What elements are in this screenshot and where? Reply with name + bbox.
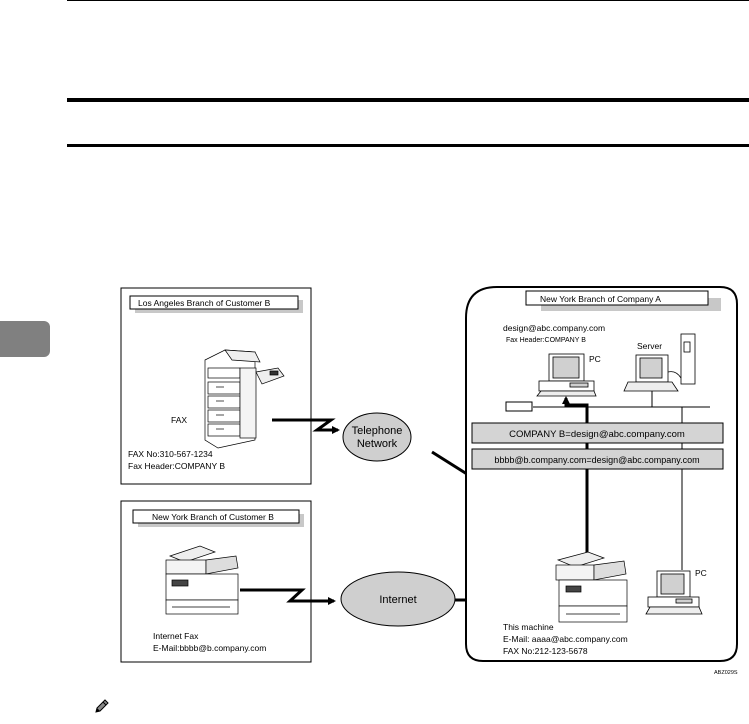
server-label: Server [637,341,662,351]
la-branch-box: Los Angeles Branch of Customer B FAX FAX… [120,287,312,485]
telephone-label-1: Telephone [352,425,403,437]
chapter-tab [0,321,50,357]
la-fax-number: FAX No:310-567-1234 [128,449,213,459]
pc-fax-header: Fax Header:COMPANY B [506,337,586,344]
la-title-box [129,295,299,310]
pc-label: PC [589,354,601,364]
section-rule-lower [67,144,749,147]
pencil-icon [95,699,109,713]
pc-icon [536,353,597,397]
internet-label: Internet [379,594,416,606]
ny-company-branch-box: New York Branch of Company A design@abc.… [465,286,738,662]
nyb-device-label: Internet Fax [153,631,199,641]
la-title: Los Angeles Branch of Customer B [138,298,271,308]
nya-title-box [525,290,709,306]
nyb-title: New York Branch of Customer B [152,512,274,522]
la-device-label: FAX [171,415,187,425]
machine-email: E-Mail: aaaa@abc.company.com [503,634,628,644]
internet-fax-machine-icon [165,545,239,615]
section-rule-upper [67,98,749,102]
router-icon [505,401,533,412]
internet-node: Internet [340,571,456,627]
machine-label: This machine [503,622,554,632]
link-nyb-to-internet [240,588,336,605]
nyb-title-box [132,509,300,524]
figure-code: ABZ029S [714,670,738,676]
nya-title: New York Branch of Company A [540,294,661,304]
telephone-network-node: Telephone Network [342,412,412,462]
header-rule-top [67,0,749,1]
pc-email: design@abc.company.com [503,323,605,333]
forward-rule-1-box [471,422,724,444]
link-la-to-telephone [272,418,340,434]
pc2-icon [645,570,703,615]
la-fax-header: Fax Header:COMPANY B [128,461,225,471]
link-machine-to-pc [562,396,589,555]
forward-rule-1: COMPANY B=design@abc.company.com [509,429,685,440]
server-icon [623,333,696,392]
telephone-label-2: Network [357,438,398,450]
pc2-label: PC [695,568,707,578]
nyb-email: E-Mail:bbbb@b.company.com [153,643,266,653]
forward-rule-2: bbbb@b.company.com=design@abc.company.co… [494,455,699,465]
machine-fax-number: FAX No:212-123-5678 [503,646,588,656]
fax-machine-icon [204,349,285,449]
this-machine-icon [555,551,628,623]
ny-customer-branch-box: New York Branch of Customer B Internet F… [120,500,312,663]
forward-rule-2-box [471,448,724,470]
